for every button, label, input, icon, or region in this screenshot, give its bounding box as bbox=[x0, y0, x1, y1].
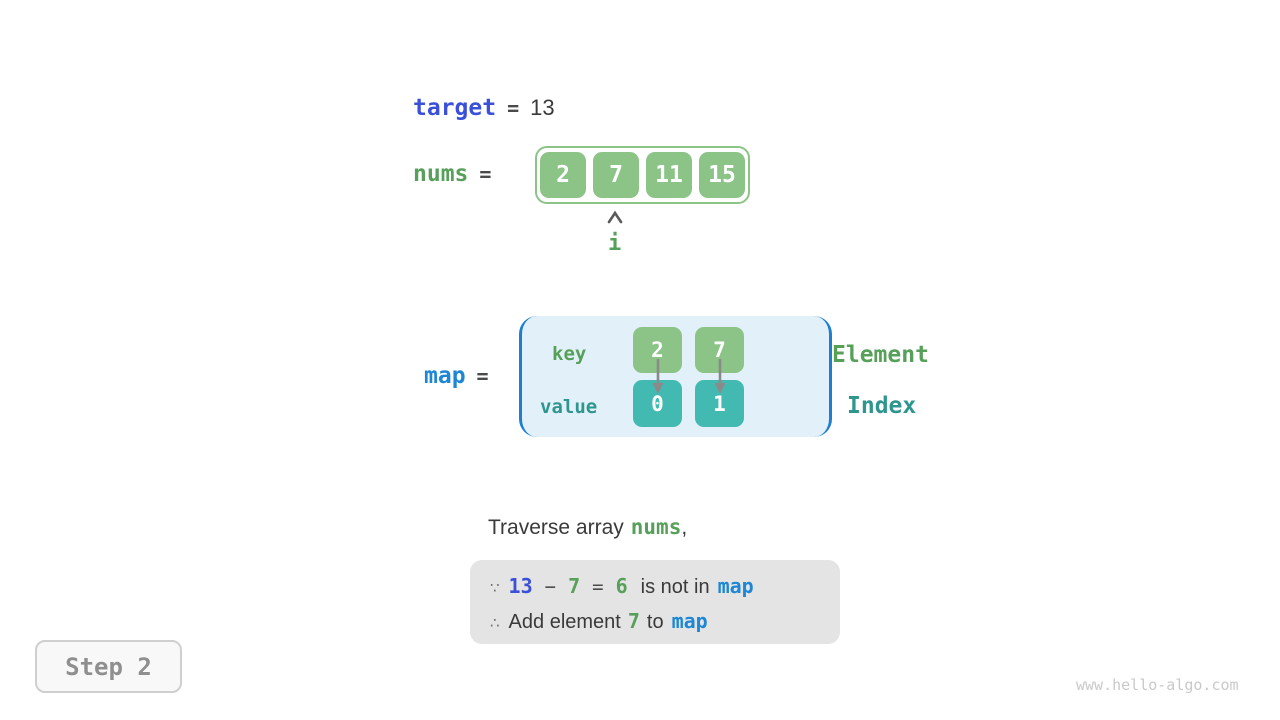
caption-text: Traverse array bbox=[488, 516, 624, 539]
add-element-text: Add element bbox=[508, 611, 621, 633]
explanation-box: ∵ 13 − 7 = 6 is not in map ∴ Add element… bbox=[470, 560, 840, 644]
nums-label: nums bbox=[413, 161, 469, 187]
minus-sign: − bbox=[544, 576, 557, 598]
target-value: 13 bbox=[530, 95, 555, 120]
step-badge: Step 2 bbox=[35, 640, 182, 693]
subtrahend-value: 7 bbox=[568, 574, 581, 598]
because-symbol: ∵ bbox=[490, 580, 500, 597]
target-label: target bbox=[413, 95, 497, 121]
explanation-line-2: ∴ Add element 7 to map bbox=[490, 605, 840, 640]
nums-array-container: 2 7 11 15 bbox=[535, 146, 750, 204]
difference-value: 6 bbox=[615, 574, 628, 598]
array-cell: 7 bbox=[593, 152, 639, 198]
step-badge-label: Step 2 bbox=[65, 652, 152, 681]
value-label: value bbox=[540, 396, 598, 418]
equals-sign: = bbox=[592, 576, 604, 598]
map-assignment: map = bbox=[424, 363, 500, 389]
therefore-symbol: ∴ bbox=[490, 615, 500, 632]
to-text: to bbox=[646, 611, 664, 633]
key-value-arrow-icon bbox=[652, 359, 664, 394]
element-label: Element bbox=[832, 342, 929, 368]
key-value-arrow-icon bbox=[714, 359, 726, 394]
minuend-value: 13 bbox=[508, 574, 533, 598]
added-value: 7 bbox=[627, 609, 640, 633]
not-in-text: is not in bbox=[640, 576, 710, 598]
watermark: www.hello-algo.com bbox=[1076, 676, 1239, 694]
target-assignment: target = 13 bbox=[413, 95, 555, 121]
equals-sign: = bbox=[476, 364, 489, 388]
array-cell: 2 bbox=[540, 152, 586, 198]
map-label: map bbox=[424, 363, 466, 389]
index-label: Index bbox=[847, 393, 917, 419]
map-reference: map bbox=[717, 574, 754, 598]
equals-sign: = bbox=[507, 96, 520, 120]
caption: Traverse array nums , bbox=[488, 515, 687, 540]
caption-comma: , bbox=[681, 516, 688, 539]
map-reference: map bbox=[671, 609, 708, 633]
array-cell: 11 bbox=[646, 152, 692, 198]
pointer-label: i bbox=[608, 231, 622, 256]
nums-assignment: nums = bbox=[413, 161, 502, 187]
array-cell: 15 bbox=[699, 152, 745, 198]
nums-reference: nums bbox=[630, 515, 682, 539]
key-label: key bbox=[552, 343, 587, 365]
map-value-cell: 0 bbox=[633, 380, 682, 427]
pointer-caret-icon bbox=[607, 210, 623, 224]
explanation-line-1: ∵ 13 − 7 = 6 is not in map bbox=[490, 570, 840, 605]
map-value-cell: 1 bbox=[695, 380, 744, 427]
map-container: key value 2 7 0 1 bbox=[519, 316, 832, 437]
equals-sign: = bbox=[479, 162, 492, 186]
